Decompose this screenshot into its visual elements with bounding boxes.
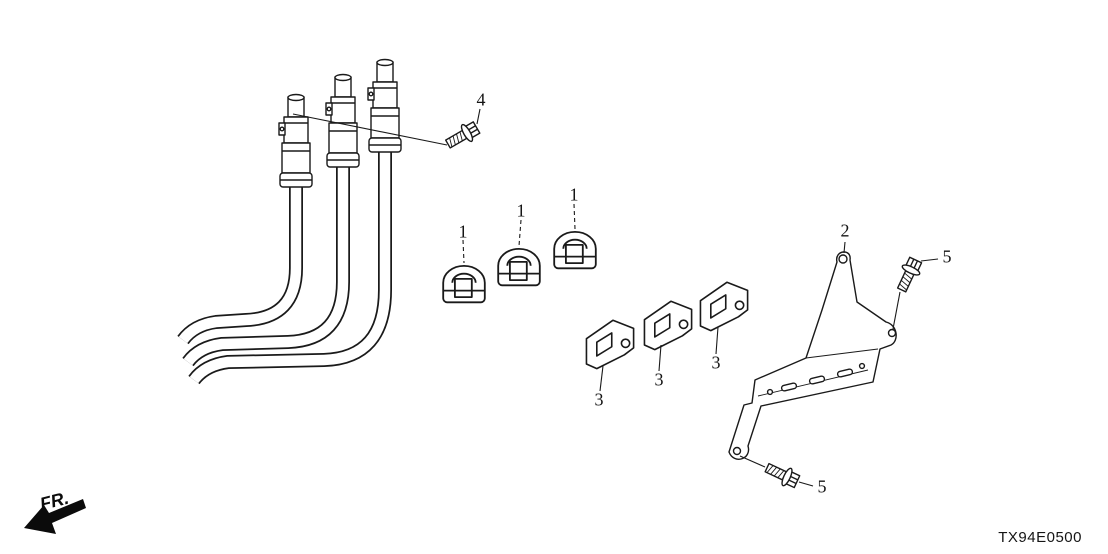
leader-3a xyxy=(599,365,604,392)
harness-tubes xyxy=(177,150,392,385)
leader-4 xyxy=(476,108,481,125)
leader-4-to-connectors xyxy=(292,113,448,146)
callout-5-bolt-b: 5 xyxy=(817,476,827,497)
leader-1c xyxy=(573,203,576,230)
callout-3-clip-c: 3 xyxy=(711,352,721,373)
bracket-2 xyxy=(728,251,897,460)
bolt-4 xyxy=(442,118,482,153)
callout-2-bracket: 2 xyxy=(840,220,850,241)
leader-2 xyxy=(843,241,846,254)
cable-connector-left xyxy=(278,93,313,188)
leader-5b-label xyxy=(798,481,814,487)
clamp-1a xyxy=(442,264,486,304)
callout-5-bolt-a: 5 xyxy=(942,246,952,267)
bolt-5b xyxy=(762,458,802,491)
callout-3-clip-a: 3 xyxy=(594,389,604,410)
leader-1a xyxy=(462,239,465,264)
clamp-1c xyxy=(553,230,597,270)
bolt-5a xyxy=(892,255,925,295)
leader-5b xyxy=(739,455,766,468)
leader-3b xyxy=(658,344,662,372)
callout-1-clamp-a: 1 xyxy=(458,221,468,242)
callout-3-clip-b: 3 xyxy=(654,369,664,390)
clip-3c xyxy=(699,281,749,332)
leader-5a-label xyxy=(920,258,939,262)
fr-arrow-icon xyxy=(24,499,86,534)
callout-4-bolt: 4 xyxy=(476,89,486,110)
leader-1b xyxy=(518,219,522,247)
leader-3c xyxy=(715,326,719,355)
clip-3a xyxy=(585,319,635,370)
cable-connector-middle xyxy=(325,73,360,168)
clip-3b xyxy=(643,300,693,351)
callout-1-clamp-c: 1 xyxy=(569,184,579,205)
clamp-1b xyxy=(497,247,541,287)
leader-5a xyxy=(892,291,901,330)
callout-1-clamp-b: 1 xyxy=(516,200,526,221)
cable-connector-right xyxy=(367,58,402,153)
diagram-code: TX94E0500 xyxy=(998,529,1082,546)
